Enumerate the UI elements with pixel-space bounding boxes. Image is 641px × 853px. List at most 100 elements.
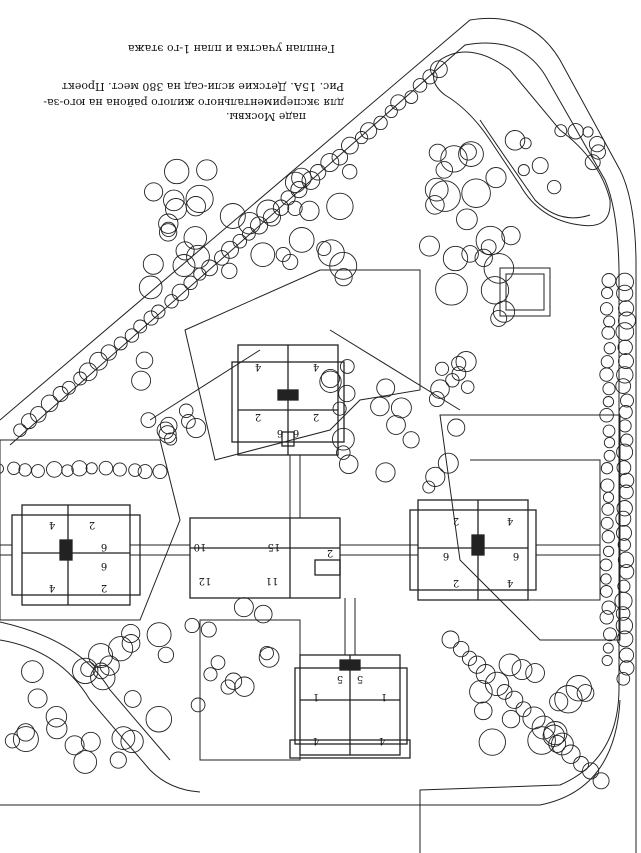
tree — [584, 154, 601, 171]
tree — [402, 431, 420, 449]
tree — [341, 136, 359, 155]
tree — [501, 225, 521, 246]
tree — [600, 462, 614, 475]
room-label: 1 — [381, 691, 387, 702]
tree — [80, 731, 101, 752]
tree — [601, 654, 613, 667]
tree — [124, 328, 140, 343]
tree — [242, 226, 256, 241]
tree — [543, 721, 568, 746]
tree — [196, 159, 218, 181]
tree — [616, 366, 634, 384]
tree — [440, 145, 468, 173]
tree — [112, 462, 127, 477]
tree — [615, 616, 634, 635]
tree — [474, 701, 493, 721]
tree — [435, 161, 454, 179]
tree — [135, 351, 154, 370]
tree — [527, 726, 556, 755]
tree — [441, 630, 460, 649]
tree — [175, 241, 195, 261]
tree — [615, 510, 632, 527]
tree — [316, 240, 332, 257]
tree — [158, 223, 178, 242]
room-label: 2 — [89, 519, 95, 530]
tree — [602, 396, 615, 408]
tree — [616, 524, 632, 541]
tree — [332, 401, 347, 416]
tree — [221, 262, 238, 280]
tree — [404, 90, 419, 104]
tree — [301, 171, 321, 190]
tree — [113, 336, 128, 351]
tree — [461, 178, 491, 208]
room-label: 6 — [293, 427, 299, 438]
tree — [163, 189, 185, 212]
tree — [85, 462, 98, 475]
room-label: 6 — [513, 550, 519, 561]
tree — [618, 564, 635, 580]
path-left-mid — [0, 621, 171, 761]
tree — [299, 200, 320, 222]
tree — [592, 772, 610, 790]
tree — [531, 157, 549, 175]
tree — [475, 225, 506, 256]
tree — [599, 407, 614, 423]
tree — [108, 636, 134, 662]
tree — [151, 304, 166, 319]
tree — [435, 272, 468, 306]
tree — [152, 464, 168, 480]
tree — [492, 300, 516, 323]
tree — [459, 143, 477, 161]
tree — [590, 144, 606, 160]
tree — [451, 355, 467, 372]
tree — [61, 464, 74, 477]
room-label: 10 — [194, 541, 207, 552]
tree — [498, 653, 522, 677]
tree — [384, 104, 398, 119]
tree — [616, 671, 631, 686]
tree — [355, 131, 369, 145]
tree — [73, 371, 88, 386]
tree — [620, 433, 634, 447]
tree — [186, 244, 210, 269]
room-label: 2 — [313, 411, 319, 422]
tree — [121, 623, 141, 644]
tree — [618, 419, 632, 433]
tree — [375, 462, 396, 483]
tree — [27, 688, 48, 709]
tree — [614, 591, 633, 610]
tree — [210, 655, 226, 670]
tree — [600, 355, 614, 369]
plot-north — [184, 269, 421, 461]
tree — [157, 646, 175, 664]
building-south — [289, 654, 411, 759]
tree — [618, 484, 634, 500]
garden-path-ne — [433, 51, 611, 227]
tree — [484, 671, 510, 697]
tree — [138, 275, 163, 300]
tree — [600, 585, 613, 598]
tree — [419, 235, 440, 257]
room-label: 2 — [101, 582, 107, 593]
tree — [0, 463, 4, 474]
tree — [469, 679, 493, 704]
tree — [98, 460, 114, 476]
tree — [275, 246, 291, 263]
tree — [287, 200, 303, 217]
tree — [64, 735, 85, 756]
tree — [483, 253, 515, 284]
tree — [451, 366, 467, 381]
tree — [549, 692, 569, 712]
tree — [599, 610, 614, 625]
tree — [601, 273, 617, 288]
tree — [88, 643, 114, 669]
site-boundary-outer — [0, 17, 637, 853]
tree — [424, 177, 449, 202]
tree — [422, 69, 438, 85]
tree — [338, 384, 356, 403]
room-label: 2 — [327, 547, 333, 558]
tree — [376, 378, 396, 398]
tree — [522, 706, 546, 730]
